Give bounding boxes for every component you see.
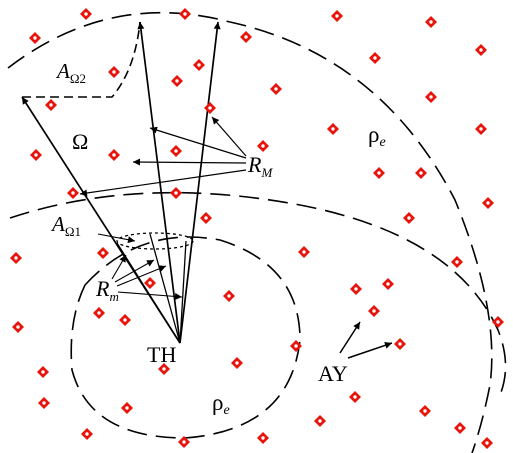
label-area-omega2: AΩ2 xyxy=(55,59,86,86)
boundary-curves xyxy=(7,11,507,453)
receiver-markers xyxy=(10,8,504,449)
receiver-marker xyxy=(158,363,170,375)
receiver-marker xyxy=(93,307,105,319)
receiver-marker xyxy=(67,187,79,199)
receiver-marker xyxy=(30,149,42,161)
inner-rays xyxy=(116,233,187,344)
rmin-arrow-1 xyxy=(111,254,127,280)
label-receivers: AY xyxy=(318,361,348,386)
rmax-arrow-2 xyxy=(132,158,247,166)
receiver-marker xyxy=(481,437,493,449)
receiver-marker xyxy=(38,397,50,409)
receiver-marker xyxy=(382,278,394,290)
receiver-marker xyxy=(231,357,243,369)
receiver-marker xyxy=(10,252,22,264)
receiver-marker xyxy=(204,102,216,114)
receiver-marker xyxy=(350,283,362,295)
receiver-marker xyxy=(80,8,92,20)
receiver-marker xyxy=(451,256,463,268)
label-area-omega1: AΩ1 xyxy=(50,212,81,239)
rmax-arrow-4 xyxy=(211,116,247,157)
receiver-marker xyxy=(475,123,487,135)
receiver-marker xyxy=(419,405,431,417)
label-rho-outer: ρe xyxy=(368,122,386,150)
area-omega1-pointer xyxy=(97,233,136,244)
receiver-marker xyxy=(403,212,415,224)
receiver-marker xyxy=(29,32,41,44)
area-omega1-cap xyxy=(116,232,194,250)
receiver-marker xyxy=(331,10,343,22)
receiver-marker xyxy=(170,187,182,199)
receiver-marker xyxy=(475,44,487,56)
receiver-marker xyxy=(97,247,109,259)
receiver-marker xyxy=(369,52,381,64)
receiver-marker xyxy=(170,145,182,157)
receiver-marker xyxy=(178,436,190,448)
receiver-marker xyxy=(121,402,133,414)
label-region-omega: Ω xyxy=(72,129,88,154)
inner-circle-boundary xyxy=(70,236,301,439)
receiver-marker xyxy=(257,432,269,444)
receiver-arrow-2 xyxy=(347,341,393,359)
receiver-marker xyxy=(425,91,437,103)
receiver-marker xyxy=(314,415,326,427)
receiver-marker xyxy=(394,338,406,350)
receiver-marker xyxy=(482,197,494,209)
outer-region-boundary xyxy=(7,11,493,453)
rmax-arrow-3 xyxy=(79,169,247,197)
receiver-marker xyxy=(298,246,310,258)
receiver-marker xyxy=(240,31,252,43)
label-rho-inner: ρe xyxy=(212,390,230,418)
receiver-marker xyxy=(257,140,269,152)
receiver-marker xyxy=(45,99,57,111)
receiver-marker xyxy=(200,212,212,224)
receiver-marker xyxy=(179,8,191,20)
main-rays xyxy=(21,21,221,344)
rmin-arrow-4 xyxy=(117,291,183,300)
receiver-marker xyxy=(108,149,120,161)
receiver-marker xyxy=(81,428,93,440)
inner-ray-3 xyxy=(179,240,187,344)
inner-ray-2 xyxy=(149,233,181,344)
receiver-marker xyxy=(454,422,466,434)
inner-ray-1 xyxy=(116,242,181,344)
receiver-marker xyxy=(373,167,385,179)
receiver-marker xyxy=(492,316,504,328)
receiver-marker xyxy=(37,366,49,378)
receiver-marker xyxy=(108,66,120,78)
label-r-min: Rm xyxy=(95,276,119,304)
rmin-arrow-3 xyxy=(116,265,167,287)
ray-right xyxy=(179,21,221,344)
middle-region-boundary xyxy=(9,191,507,396)
rmin-arrow-2 xyxy=(114,259,155,283)
receiver-marker xyxy=(368,305,380,317)
receiver-marker xyxy=(144,277,156,289)
receiver-arrow-1 xyxy=(339,321,361,354)
rmax-arrows xyxy=(79,116,247,197)
receiver-marker xyxy=(119,314,131,326)
receiver-marker xyxy=(171,75,183,87)
receiver-marker xyxy=(290,340,302,352)
receiver-marker xyxy=(193,59,205,71)
receiver-marker xyxy=(415,167,427,179)
rmax-arrow-1 xyxy=(149,126,247,159)
rmin-arrows xyxy=(111,254,183,300)
receiver-marker xyxy=(425,16,437,28)
receiver-marker xyxy=(349,391,361,403)
receiver-marker xyxy=(270,83,282,95)
receiver-arrows xyxy=(339,321,393,359)
label-source: TH xyxy=(147,342,176,367)
receiver-marker xyxy=(12,321,24,333)
area-omega2-edge xyxy=(22,21,141,98)
receiver-marker xyxy=(223,290,235,302)
label-r-max: RM xyxy=(247,152,273,180)
receiver-marker xyxy=(327,123,339,135)
